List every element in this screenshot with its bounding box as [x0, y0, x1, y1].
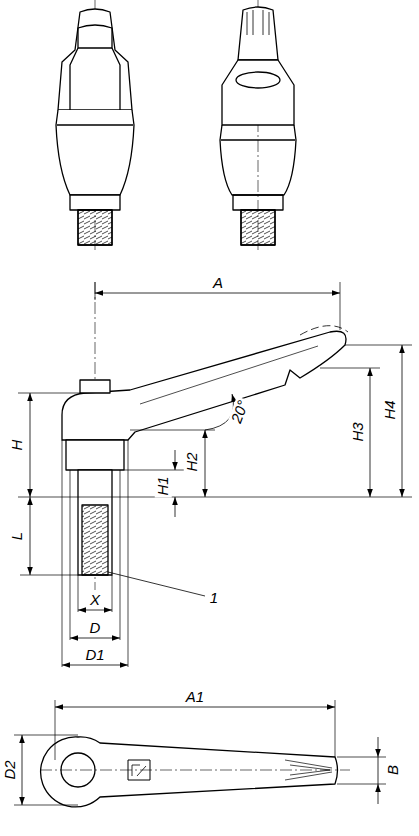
dimension-label: H1 [155, 474, 172, 497]
dimension-label: X [88, 592, 102, 609]
dimension-label: D [88, 620, 103, 637]
dimension-label: H3 [350, 420, 367, 443]
dimension-label: L [9, 530, 26, 542]
dimension-label: D2 [2, 758, 19, 781]
dimension-label: A1 [184, 689, 206, 706]
dimension-label: H2 [184, 450, 201, 473]
dimension-label: D1 [83, 647, 106, 664]
dimension-label: B [385, 763, 402, 777]
dimension-label: H4 [382, 398, 399, 421]
dimension-label: A [211, 275, 225, 292]
callout-number: 1 [208, 590, 220, 607]
dimension-label: H [9, 438, 26, 453]
